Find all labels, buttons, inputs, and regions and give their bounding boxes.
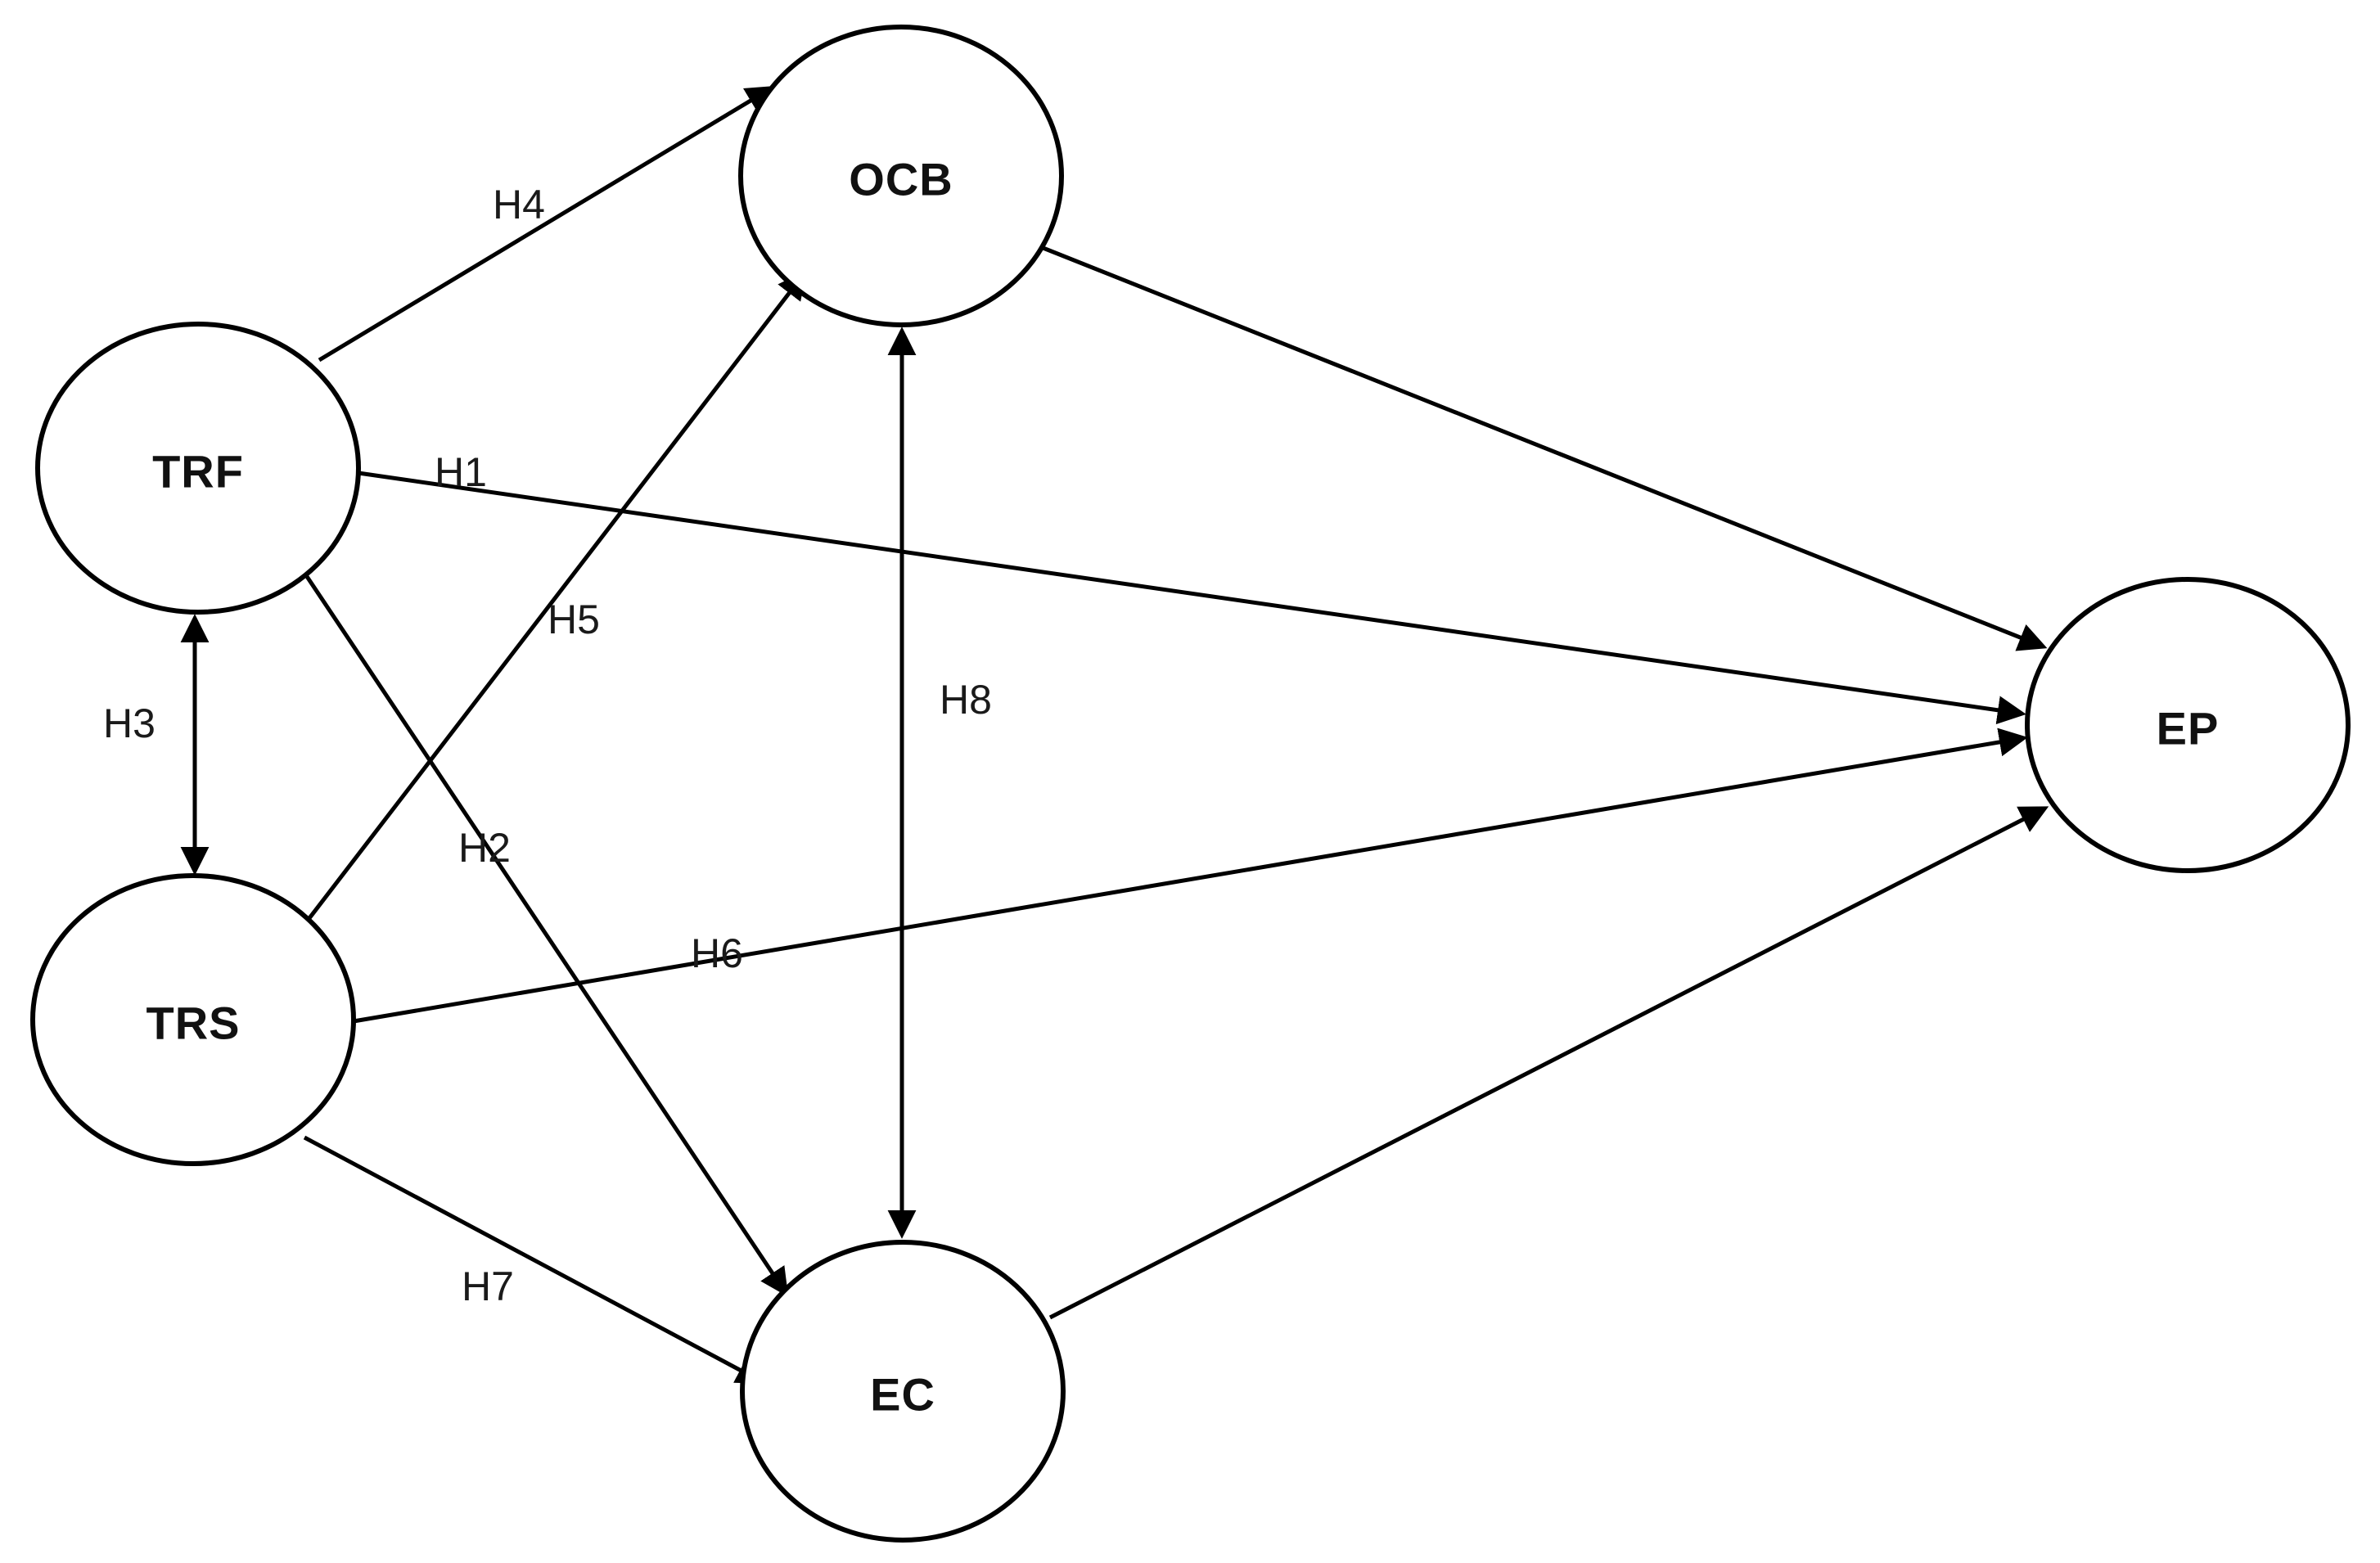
- edge-label-h5: H5: [548, 597, 600, 642]
- node-ec-label: EC: [870, 1369, 935, 1421]
- edge-label-h1: H1: [435, 449, 487, 495]
- edge-label-h2: H2: [458, 825, 511, 871]
- edge-label-h8: H8: [940, 677, 992, 723]
- node-trf-shape: [35, 322, 361, 615]
- edge-h4-line: [318, 85, 775, 363]
- node-ep-label: EP: [2157, 703, 2220, 754]
- edge-label-h3: H3: [103, 700, 156, 746]
- edge-h1-line: [358, 471, 2026, 725]
- edge-h2-line: [353, 727, 2028, 1024]
- node-trf[interactable]: TRF: [35, 322, 361, 615]
- node-ec-shape: [740, 1240, 1066, 1543]
- node-ep-shape: [2025, 577, 2351, 873]
- node-ocb-label: OCB: [849, 154, 953, 205]
- node-ocb-shape: [738, 25, 1064, 327]
- node-trs[interactable]: TRS: [30, 873, 356, 1166]
- node-ec[interactable]: EC: [740, 1240, 1066, 1543]
- node-trs-shape: [30, 873, 356, 1166]
- edge-label-h4: H4: [493, 182, 545, 227]
- edge-label-h7: H7: [462, 1263, 514, 1309]
- edge-label-h6: H6: [691, 930, 743, 976]
- edge-ec-ep-line: [1048, 806, 2049, 1320]
- edge-ocb-ep-line: [1040, 245, 2048, 651]
- node-ocb[interactable]: OCB: [738, 25, 1064, 327]
- node-ep[interactable]: EP: [2025, 577, 2351, 873]
- edge-h7-line: [303, 1135, 766, 1384]
- node-trf-label: TRF: [152, 446, 244, 498]
- edge-h5-line: [308, 270, 807, 920]
- node-trs-label: TRS: [146, 998, 241, 1049]
- edge-h6-line: [302, 571, 789, 1297]
